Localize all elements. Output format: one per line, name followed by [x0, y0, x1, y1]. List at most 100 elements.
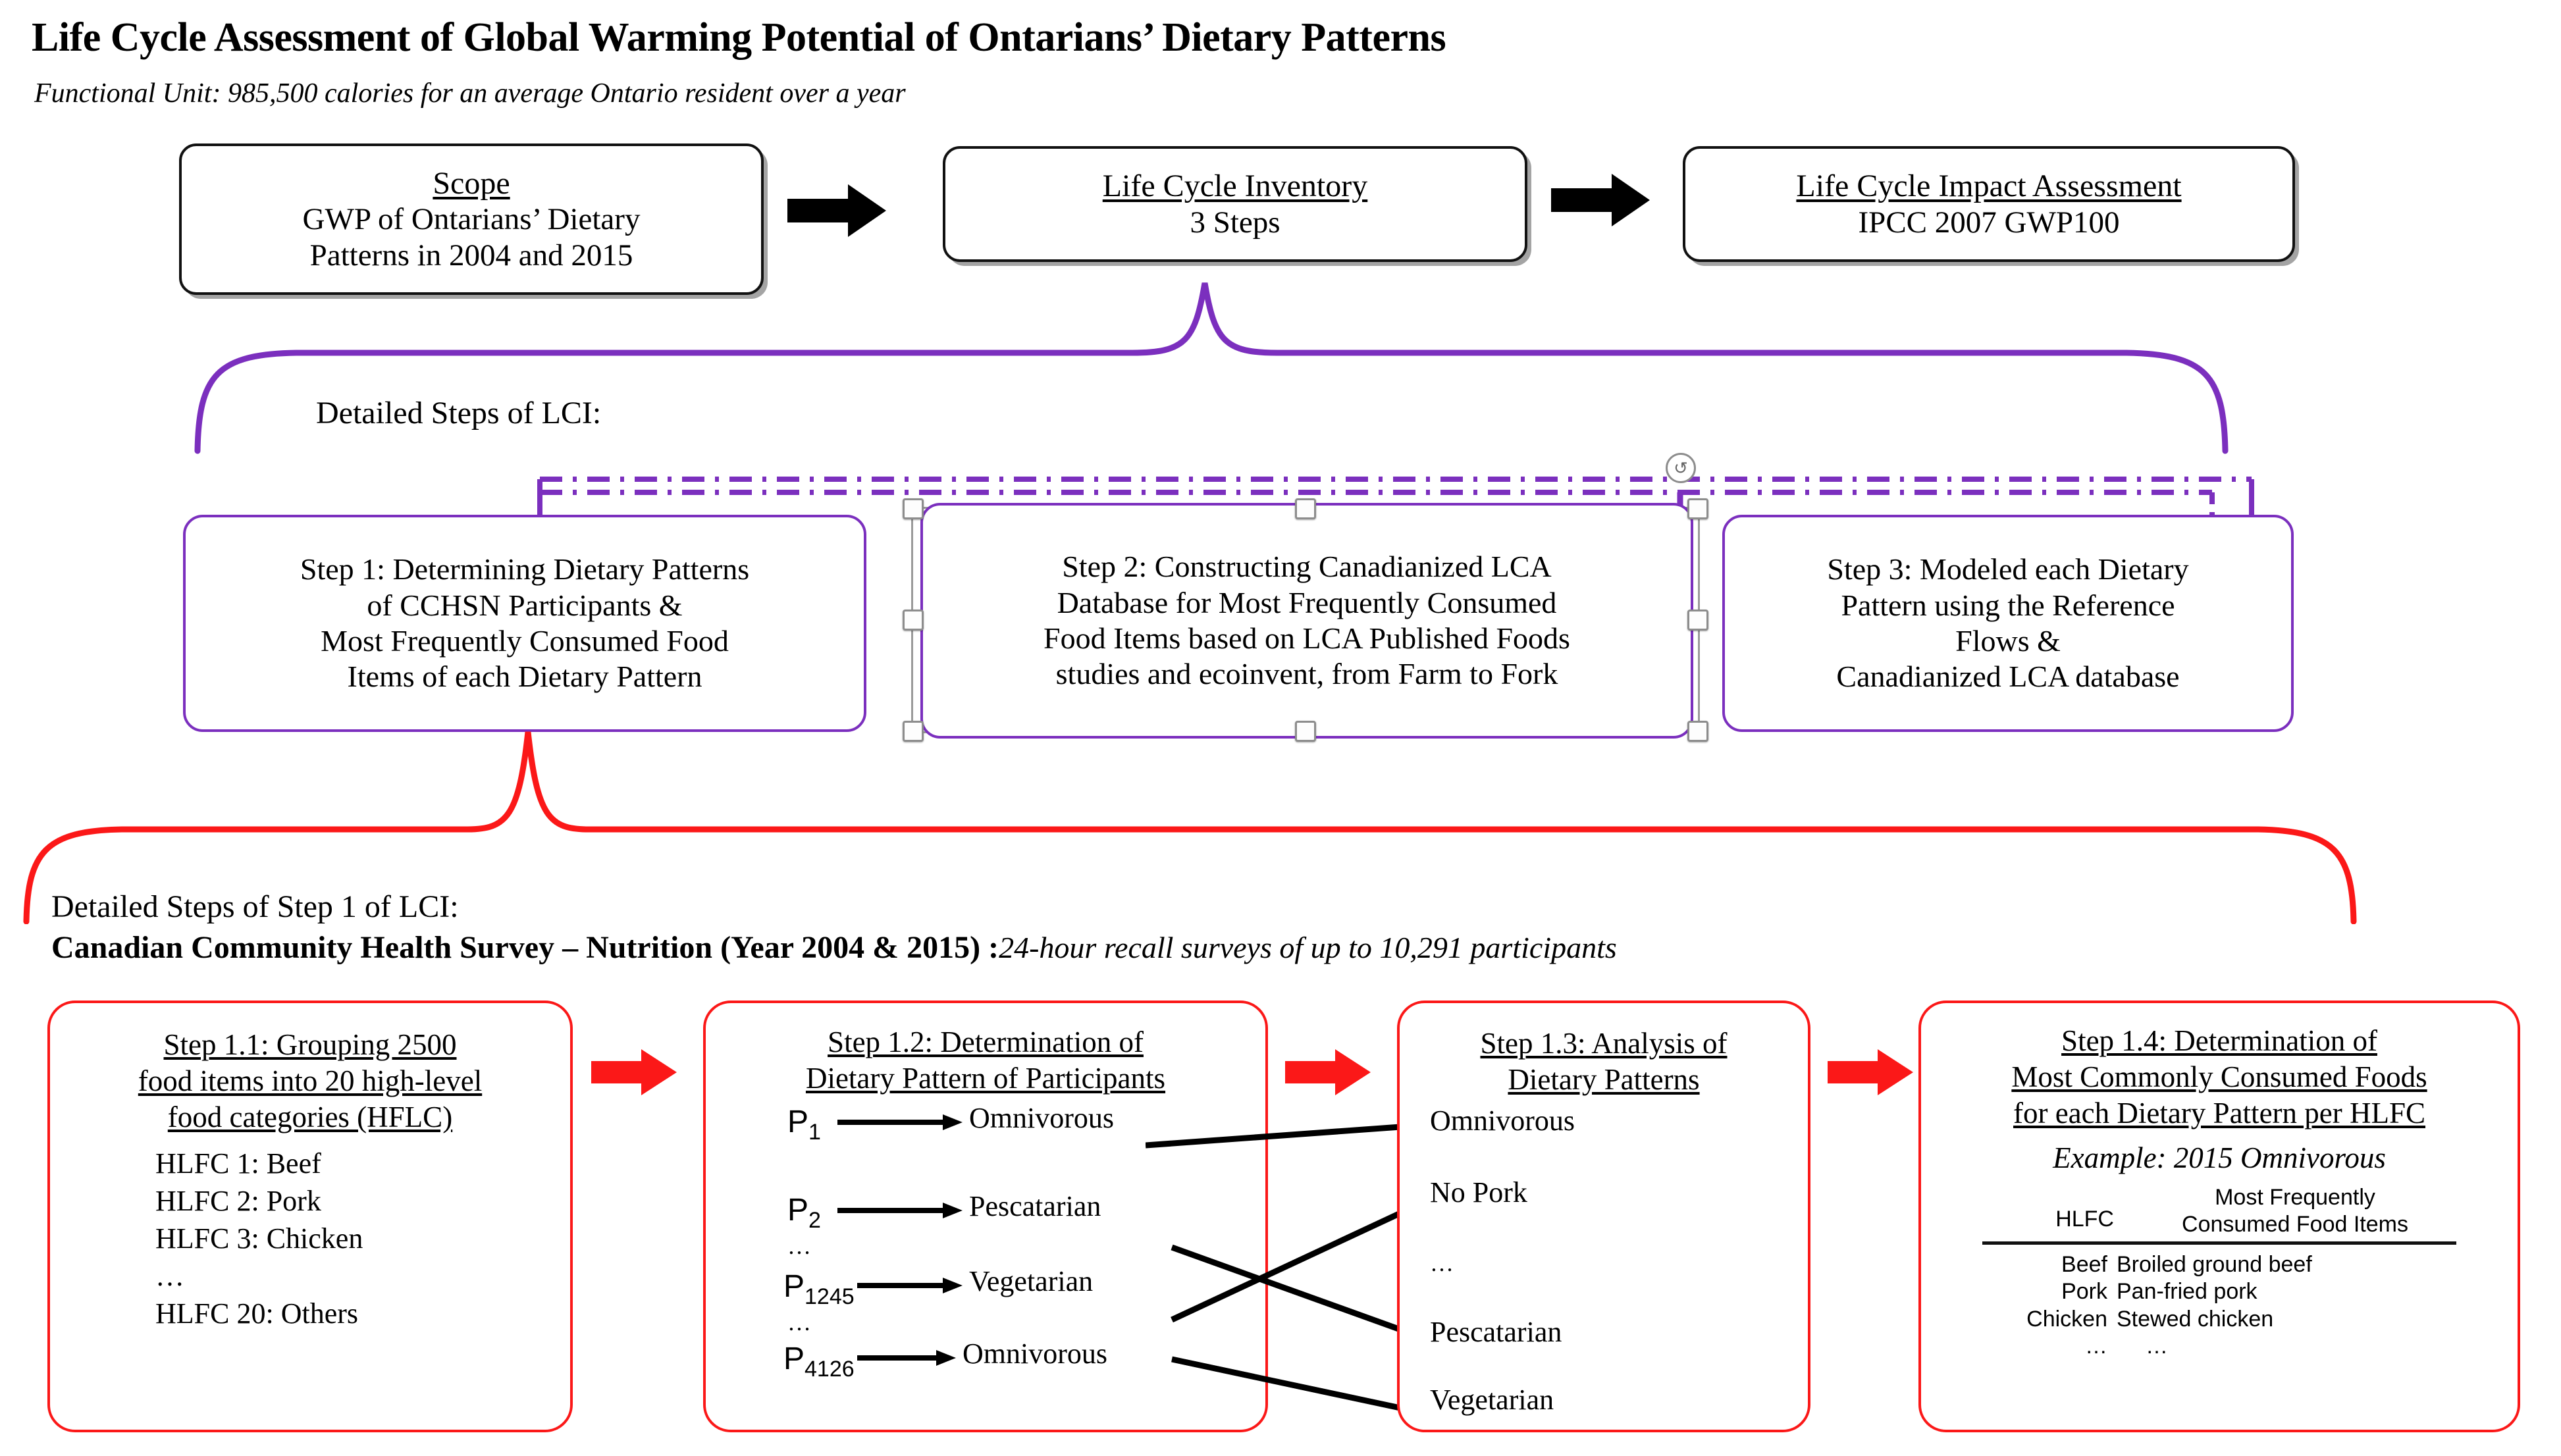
pattern-label: Pescatarian: [969, 1189, 1101, 1222]
participant-symbol: P: [787, 1192, 809, 1228]
column-header-food-items-line-1: Most Frequently: [2215, 1184, 2375, 1210]
participant-index: 4126: [805, 1356, 855, 1382]
resize-handle-e[interactable]: [1687, 610, 1708, 631]
resize-handle-ne[interactable]: [1687, 498, 1708, 519]
stage-title-lci: Life Cycle Inventory: [1102, 168, 1368, 203]
cell-hlfc: Chicken: [2026, 1306, 2107, 1332]
list-item: Pescatarian: [1430, 1315, 1562, 1348]
arrow-p2: [837, 1202, 963, 1218]
step-1-4-title-line-1: Step 1.4: Determination of: [2061, 1024, 2377, 1057]
lci-step-3-line-4: Canadianized LCA database: [1836, 660, 2180, 694]
cell-hlfc: Pork: [2061, 1279, 2107, 1305]
lci-step-2-line-2: Database for Most Frequently Consumed: [1057, 585, 1557, 619]
table-row: Chicken Stewed chicken: [1982, 1306, 2456, 1333]
step-1-3-title: Step 1.3: Analysis of Dietary Patterns: [1400, 1026, 1808, 1098]
participant-index: 1: [808, 1119, 821, 1145]
lci-step-1-line-1: Step 1: Determining Dietary Patterns: [300, 552, 750, 586]
resize-handle-w[interactable]: [903, 610, 924, 631]
step-1-2-title: Step 1.2: Determination of Dietary Patte…: [706, 1024, 1265, 1097]
participant-ellipsis: …: [787, 1309, 811, 1336]
stage-line1-lci: 3 Steps: [1190, 205, 1280, 240]
participant-index: 1245: [805, 1284, 855, 1309]
participant-row: P2: [787, 1190, 821, 1235]
stage-box-lci[interactable]: Life Cycle Inventory 3 Steps: [943, 146, 1527, 262]
arrow-p1: [837, 1114, 963, 1130]
step-1-4-example: Example: 2015 Omnivorous: [2053, 1141, 2386, 1174]
stage-title-scope: Scope: [433, 165, 510, 201]
arrow-p1245: [857, 1277, 963, 1293]
cell-food: Broiled ground beef: [2117, 1251, 2312, 1277]
red-arrow-1-2-to-1-3: [1285, 1049, 1371, 1095]
list-item: Vegetarian: [1430, 1384, 1554, 1417]
arrow-p4126: [857, 1349, 956, 1366]
lci-step-3-line-3: Flows &: [1955, 624, 2061, 658]
list-item: HLFC 20: Others: [155, 1297, 358, 1330]
list-item: No Pork: [1430, 1176, 1527, 1209]
cell-food: …: [2146, 1334, 2168, 1359]
lci-step-1-line-3: Most Frequently Consumed Food: [321, 624, 729, 658]
table-rule: [1982, 1241, 2456, 1245]
pattern-label: Omnivorous: [969, 1101, 1114, 1134]
resize-handle-sw[interactable]: [903, 721, 924, 742]
list-item: HLFC 1: Beef: [155, 1147, 321, 1180]
step-1-3-pattern-list: Omnivorous No Pork … Pescatarian Vegetar…: [1430, 1102, 1808, 1419]
step-1-1-title: Step 1.1: Grouping 2500 food items into …: [50, 1027, 570, 1135]
lci-step-2-line-1: Step 2: Constructing Canadianized LCA: [1062, 550, 1552, 584]
column-header-hlfc: HLFC: [2055, 1207, 2114, 1232]
step-1-3-box[interactable]: Step 1.3: Analysis of Dietary Patterns O…: [1397, 1001, 1810, 1432]
list-item-ellipsis: …: [1430, 1250, 1454, 1277]
resize-handle-n[interactable]: [1295, 498, 1316, 519]
lci-step-2-line-4: studies and ecoinvent, from Farm to Fork: [1055, 657, 1558, 691]
stage-line1-lcia: IPCC 2007 GWP100: [1858, 205, 2120, 240]
list-item: HLFC 2: Pork: [155, 1184, 321, 1217]
step-1-1-hlfc-list: HLFC 1: Beef HLFC 2: Pork HLFC 3: Chicke…: [155, 1145, 570, 1333]
functional-unit-subtitle: Functional Unit: 985,500 calories for an…: [34, 78, 906, 109]
lci-step-3-box[interactable]: Step 3: Modeled each Dietary Pattern usi…: [1722, 515, 2294, 732]
column-header-food-items-line-2: Consumed Food Items: [2182, 1212, 2408, 1237]
stage-title-lcia: Life Cycle Impact Assessment: [1796, 168, 2182, 203]
step-1-4-box[interactable]: Step 1.4: Determination of Most Commonly…: [1918, 1001, 2520, 1432]
page-title: Life Cycle Assessment of Global Warming …: [32, 15, 1446, 60]
cell-hlfc: …: [2085, 1334, 2107, 1359]
step-1-4-title: Step 1.4: Determination of Most Commonly…: [1921, 1023, 2518, 1131]
stage-box-scope[interactable]: Scope GWP of Ontarians’ Dietary Patterns…: [179, 143, 764, 295]
table-row: Beef Broiled ground beef: [1982, 1251, 2456, 1278]
step-1-3-title-line-1: Step 1.3: Analysis of: [1480, 1027, 1728, 1060]
lci-step-3-line-1: Step 3: Modeled each Dietary: [1827, 552, 2189, 586]
step-1-4-title-line-2: Most Commonly Consumed Foods: [2011, 1060, 2427, 1093]
lci-step-1-line-4: Items of each Dietary Pattern: [347, 660, 702, 694]
stage-line1-scope: GWP of Ontarians’ Dietary: [302, 202, 641, 237]
list-item-ellipsis: …: [155, 1260, 184, 1293]
participant-symbol: P: [787, 1104, 809, 1139]
red-arrow-1-3-to-1-4: [1828, 1049, 1913, 1095]
participant-ellipsis: …: [787, 1232, 811, 1259]
resize-handle-se[interactable]: [1687, 721, 1708, 742]
lci-step-2-box[interactable]: Step 2: Constructing Canadianized LCA Da…: [920, 503, 1693, 739]
rotate-handle-step-2[interactable]: ↺: [1666, 453, 1696, 483]
resize-handle-nw[interactable]: [903, 498, 924, 519]
pattern-label: Omnivorous: [963, 1337, 1107, 1370]
step-1-1-box[interactable]: Step 1.1: Grouping 2500 food items into …: [47, 1001, 573, 1432]
stage-box-lcia[interactable]: Life Cycle Impact Assessment IPCC 2007 G…: [1683, 146, 2295, 262]
lci-section-label: Detailed Steps of LCI:: [316, 396, 602, 430]
step-1-1-title-line-3: food categories (HFLC): [167, 1100, 453, 1133]
step-1-2-title-line-1: Step 1.2: Determination of: [828, 1026, 1144, 1058]
lci-step-1-box[interactable]: Step 1: Determining Dietary Patterns of …: [183, 515, 866, 732]
stage-line2-scope: Patterns in 2004 and 2015: [309, 238, 633, 273]
step1-section-label: Detailed Steps of Step 1 of LCI:: [51, 889, 459, 924]
pattern-label: Vegetarian: [969, 1264, 1094, 1297]
participant-symbol: P: [783, 1341, 805, 1376]
step-1-1-title-line-2: food items into 20 high-level: [138, 1064, 483, 1097]
lci-step-2-line-3: Food Items based on LCA Published Foods: [1043, 621, 1570, 655]
resize-handle-s[interactable]: [1295, 721, 1316, 742]
cell-hlfc: Beef: [2061, 1251, 2107, 1277]
step-1-2-title-line-2: Dietary Pattern of Participants: [805, 1061, 1166, 1095]
step-1-4-table: HLFC Most Frequently Consumed Food Items…: [1982, 1184, 2456, 1361]
participant-symbol: P: [783, 1268, 805, 1304]
red-arrow-1-1-to-1-2: [591, 1049, 677, 1095]
participant-row: P1: [787, 1102, 821, 1147]
table-row: Pork Pan-fried pork: [1982, 1278, 2456, 1305]
rotate-icon: ↺: [1674, 457, 1688, 478]
participant-row: P4126: [783, 1339, 855, 1384]
cell-food: Stewed chicken: [2117, 1306, 2274, 1332]
